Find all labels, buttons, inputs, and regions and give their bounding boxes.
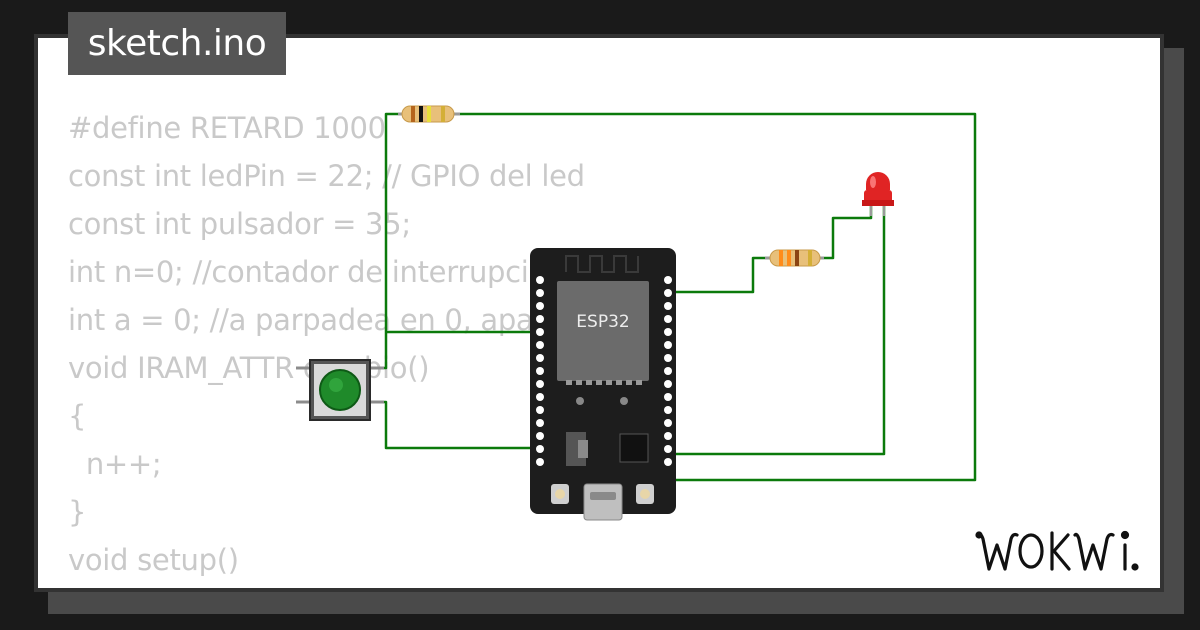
wokwi-logo	[975, 530, 1139, 571]
pushbutton-icon[interactable]	[296, 359, 384, 421]
wire-button-to-gnd	[372, 400, 540, 450]
code-line: {	[68, 399, 87, 433]
sketch-title[interactable]: sketch.ino	[68, 12, 286, 75]
code-line: #define RETARD 1000	[68, 111, 386, 145]
wire-resistor-to-button	[372, 112, 403, 370]
wire-gpio-to-resistor	[668, 256, 770, 294]
code-line: }	[68, 495, 87, 529]
led-icon	[862, 172, 894, 216]
esp32-label: ESP32	[576, 312, 629, 332]
wire-led-to-gnd	[668, 206, 886, 456]
code-line: n++;	[68, 447, 162, 481]
code-line: const int ledPin = 22; // GPIO del led	[68, 159, 585, 193]
resistor-icon	[398, 105, 460, 123]
esp32-board-icon: ESP32	[530, 248, 676, 521]
code-line: void setup()	[68, 543, 239, 577]
wire-resistor-to-led	[818, 206, 873, 260]
code-line: const int pulsador = 35;	[68, 207, 411, 241]
resistor-icon	[765, 249, 824, 267]
code-preview: #define RETARD 1000 const int ledPin = 22…	[68, 104, 632, 588]
